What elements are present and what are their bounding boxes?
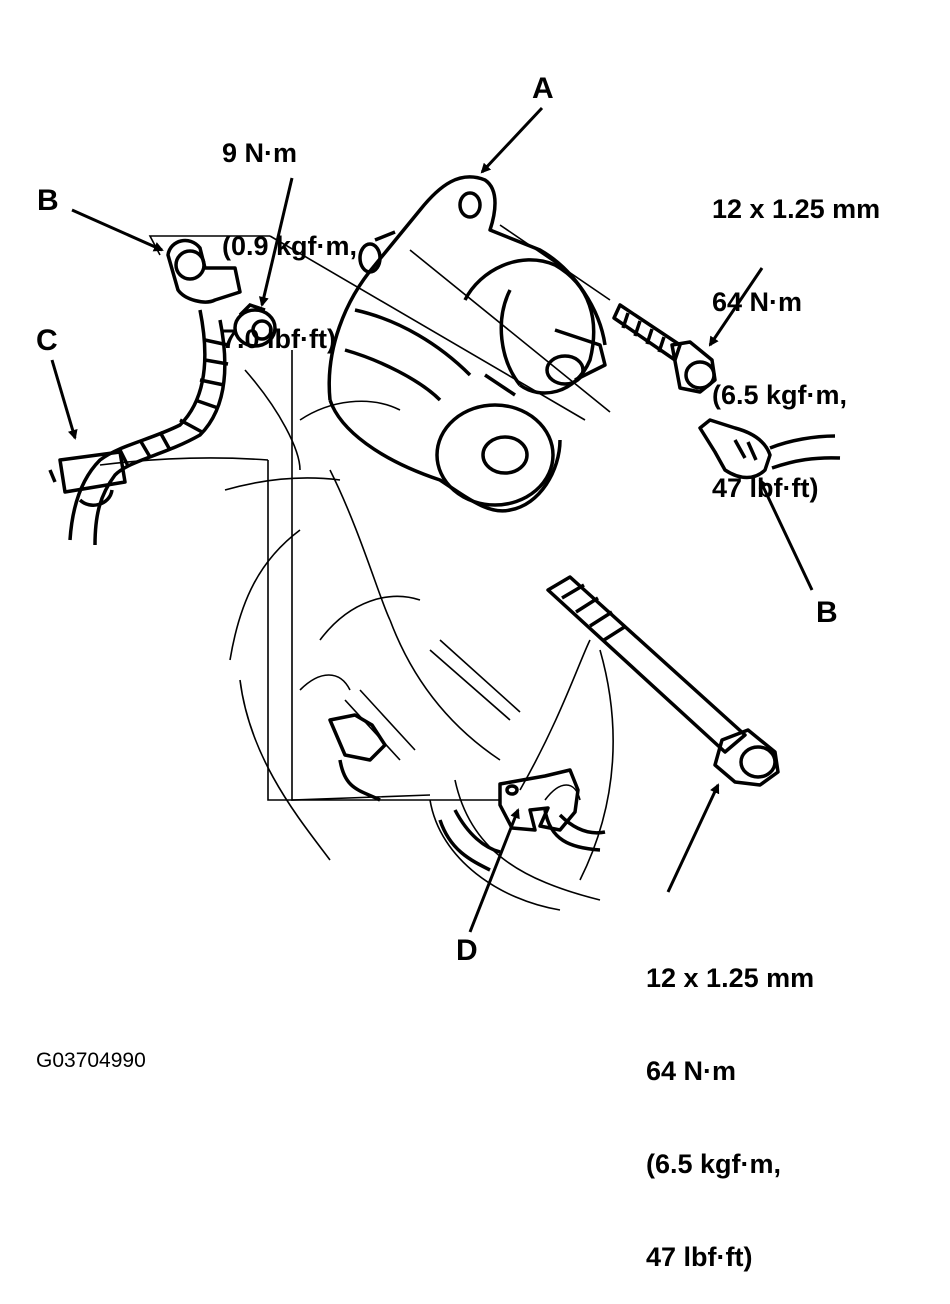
lower-bolt-torque-spec: 12 x 1.25 mm 64 N·m (6.5 kgf·m, 47 lbf·f… [646, 901, 814, 1304]
callout-b-left: B [37, 184, 59, 217]
callout-a: A [532, 72, 554, 105]
upper-bolt-torque-nm: 64 N·m [712, 287, 803, 317]
upper-bolt-torque-kgfm: (6.5 kgf·m, [712, 380, 848, 410]
starter-cable-right [698, 418, 841, 480]
leader-nut-torque [258, 177, 294, 307]
starter-motor-installation-diagram [48, 106, 841, 933]
nut-torque-line-1: 9 N·m [222, 138, 298, 168]
lower-bolt-torque-lbfft: 47 lbf·ft) [646, 1242, 753, 1272]
lower-mounting-bolt [546, 575, 780, 787]
upper-bolt-torque-lbfft: 47 lbf·ft) [712, 473, 819, 503]
leader-lower-bolt-torque [666, 783, 720, 893]
leader-c [50, 359, 78, 440]
leader-upper-bolt-torque [708, 267, 764, 347]
lower-bolt-size: 12 x 1.25 mm [646, 963, 815, 993]
leader-lines [50, 106, 814, 933]
figure-code: G03704990 [36, 1049, 146, 1072]
callout-d: D [456, 934, 478, 967]
flange-nut [233, 302, 277, 348]
lower-bolt-torque-nm: 64 N·m [646, 1056, 737, 1086]
callout-c: C [36, 324, 58, 357]
upper-bolt-torque-spec: 12 x 1.25 mm 64 N·m (6.5 kgf·m, 47 lbf·f… [712, 132, 880, 535]
leader-b-left [71, 208, 164, 252]
nut-torque-spec: 9 N·m (0.9 kgf·m, 7.0 lbf·ft) [222, 76, 357, 386]
nut-torque-line-3: 7.0 lbf·ft) [222, 324, 336, 354]
leader-b-right [758, 478, 814, 591]
starter-cable-left [48, 238, 242, 546]
starter-motor [327, 175, 607, 513]
leader-d [468, 808, 520, 933]
harness-bracket [328, 713, 606, 872]
callout-b-right: B [816, 596, 838, 629]
engine-block-outline [99, 224, 614, 911]
upper-mounting-bolt [612, 303, 717, 394]
upper-bolt-size: 12 x 1.25 mm [712, 194, 881, 224]
nut-torque-line-2: (0.9 kgf·m, [222, 231, 358, 261]
lower-bolt-torque-kgfm: (6.5 kgf·m, [646, 1149, 782, 1179]
leader-a [480, 106, 544, 174]
